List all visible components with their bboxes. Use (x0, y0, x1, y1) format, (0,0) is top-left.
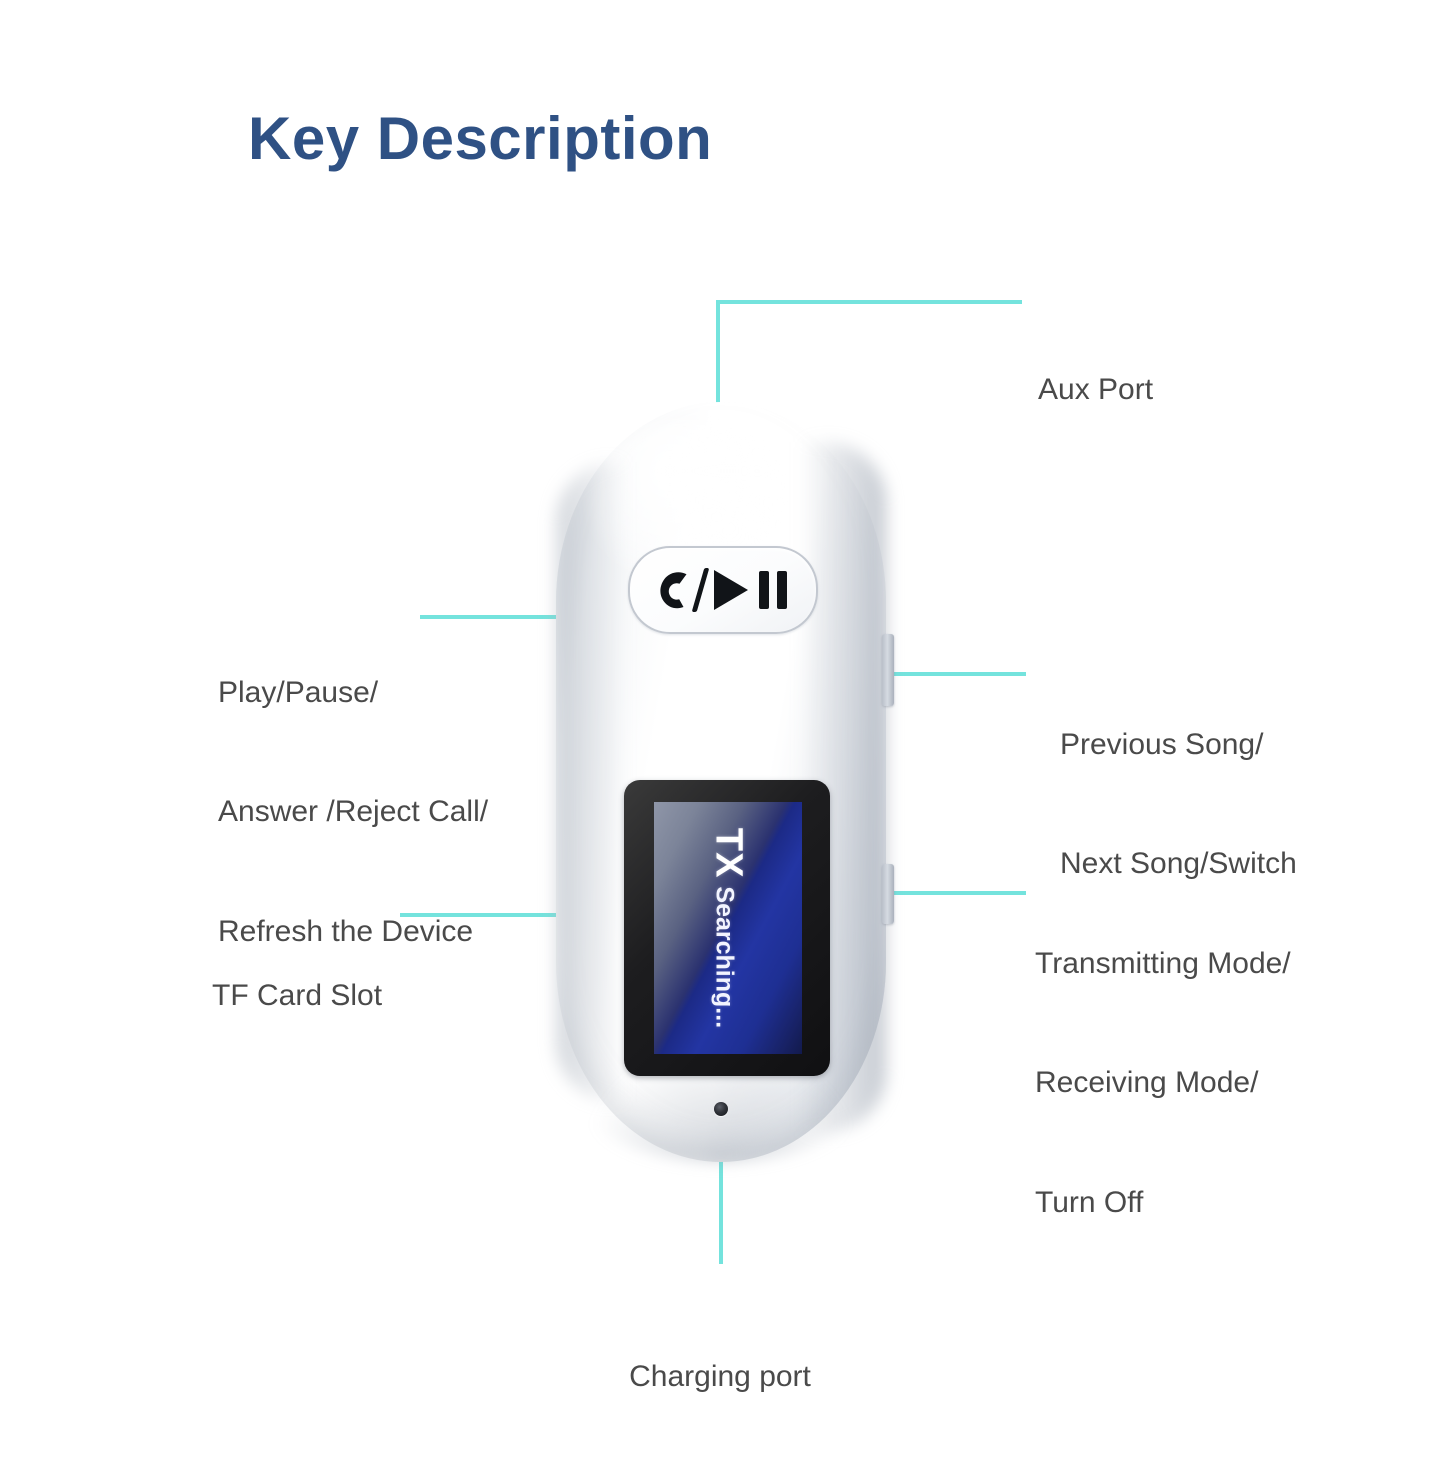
display-screen: TX Searching... (654, 802, 802, 1054)
page-title: Key Description (248, 105, 713, 172)
callout-previous-next-song: Previous Song/ Next Song/Switch (1060, 645, 1297, 964)
mode-button[interactable] (882, 864, 894, 924)
callout-tf-card-slot-label: TF Card Slot (212, 978, 383, 1012)
leader-line-charging-port (719, 1160, 723, 1264)
diagram-canvas: Key Description Aux Port Previous Song/ … (212, 105, 1297, 1393)
callout-transmitting-mode-line2: Receiving Mode/ (1035, 1066, 1259, 1100)
callout-previous-next-song-line1: Previous Song/ (1060, 727, 1264, 761)
callout-tf-card-slot: TF Card Slot (212, 896, 382, 1095)
callout-play-pause-line2: Answer /Reject Call/ (218, 795, 489, 829)
leader-line-previous-next-song (888, 672, 1026, 676)
callout-transmitting-mode-line3: Turn Off (1035, 1186, 1144, 1220)
song-switch-button[interactable] (882, 634, 894, 706)
callout-aux-port: Aux Port (1038, 290, 1153, 489)
display-status-text: Searching... (710, 886, 739, 1029)
slash-icon (691, 568, 709, 612)
callout-transmitting-mode-line1: Transmitting Mode/ (1035, 946, 1291, 980)
callout-transmitting-mode: Transmitting Mode/ Receiving Mode/ Turn … (1035, 864, 1291, 1303)
leader-line-transmitting-mode (888, 891, 1026, 895)
play-icon (713, 570, 748, 610)
device-left-shading (556, 462, 626, 1102)
charging-port-hole (714, 1102, 728, 1116)
callout-play-pause: Play/Pause/ Answer /Reject Call/ Refresh… (218, 593, 488, 1032)
multifunction-button[interactable] (628, 546, 818, 634)
callout-play-pause-line1: Play/Pause/ (218, 675, 379, 709)
multifunction-button-icons (659, 568, 787, 612)
leader-line-play-pause (420, 615, 632, 619)
pause-icon (758, 571, 787, 609)
callout-aux-port-label: Aux Port (1038, 372, 1154, 406)
bluetooth-adapter-device: TX Searching... (556, 402, 894, 1162)
callout-play-pause-line3: Refresh the Device (218, 915, 474, 949)
display-mode-text: TX (707, 827, 750, 879)
phone-handset-icon (659, 572, 686, 609)
leader-line-aux-port-vertical (716, 300, 720, 408)
callout-charging-port: Charging port (560, 1277, 880, 1476)
display-bezel: TX Searching... (624, 780, 830, 1076)
leader-line-aux-port-horizontal (716, 300, 1022, 304)
callout-previous-next-song-line2: Next Song/Switch (1060, 847, 1297, 881)
leader-line-tf-card-slot (400, 913, 572, 917)
callout-charging-port-label: Charging port (629, 1359, 811, 1393)
display-text-group: TX Searching... (707, 828, 750, 1028)
